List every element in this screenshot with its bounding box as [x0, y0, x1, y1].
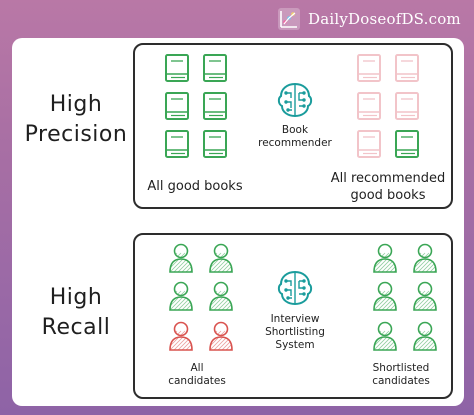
book-icon: [163, 91, 191, 121]
book-icon: [393, 53, 421, 83]
person-icon: [371, 279, 399, 313]
brand-name: DailyDoseofDS.com: [308, 10, 461, 28]
person-icon: [207, 319, 235, 353]
all-candidates-line1: All: [190, 362, 204, 374]
recall-title-line2: Recall: [41, 315, 111, 340]
data-science-logo-icon: [276, 6, 302, 32]
person-icon: [411, 279, 439, 313]
brain-circuit-icon: [275, 81, 315, 119]
person-icon: [167, 241, 195, 275]
system-label-line1: Interview: [270, 313, 320, 325]
shortlisted-line2: candidates: [372, 375, 430, 387]
book-icon: [163, 129, 191, 159]
brand: DailyDoseofDS.com: [276, 4, 461, 34]
all-candidates-label: All candidates: [151, 362, 243, 388]
recall-title: High Recall: [16, 283, 136, 343]
person-icon: [167, 319, 195, 353]
system-label-line3: System: [275, 339, 315, 351]
person-icon: [167, 279, 195, 313]
book-icon: [201, 91, 229, 121]
person-icon: [411, 319, 439, 353]
precision-box: Book recommender All good books All reco…: [133, 43, 453, 209]
precision-title-line2: Precision: [24, 122, 128, 147]
shortlisted-candidates-label: Shortlisted candidates: [351, 362, 451, 388]
person-icon: [207, 279, 235, 313]
book-icon: [355, 129, 383, 159]
book-icon: [355, 53, 383, 83]
precision-title: High Precision: [16, 90, 136, 150]
recommended-good-books-label: All recommended good books: [329, 170, 447, 204]
book-recommender-label: Book recommender: [253, 124, 337, 150]
person-icon: [371, 319, 399, 353]
book-icon: [355, 91, 383, 121]
model-label-line2: recommender: [258, 137, 332, 149]
book-icon: [201, 53, 229, 83]
book-icon: [201, 129, 229, 159]
shortlisted-line1: Shortlisted: [372, 362, 430, 374]
recommended-label-line1: All recommended: [330, 171, 446, 186]
person-icon: [411, 241, 439, 275]
recall-title-line1: High: [49, 285, 103, 310]
precision-title-line1: High: [49, 92, 103, 117]
person-icon: [371, 241, 399, 275]
book-icon: [393, 129, 421, 159]
model-label-line1: Book: [281, 124, 309, 136]
person-icon: [207, 241, 235, 275]
all-good-books-label: All good books: [147, 179, 243, 194]
recommended-label-line2: good books: [350, 188, 426, 203]
book-icon: [163, 53, 191, 83]
all-candidates-line2: candidates: [168, 375, 226, 387]
brain-circuit-icon: [275, 269, 315, 307]
recall-box: Interview Shortlisting System All candid…: [133, 233, 453, 399]
book-icon: [393, 91, 421, 121]
system-label-line2: Shortlisting: [265, 326, 325, 338]
interview-system-label: Interview Shortlisting System: [253, 313, 337, 352]
